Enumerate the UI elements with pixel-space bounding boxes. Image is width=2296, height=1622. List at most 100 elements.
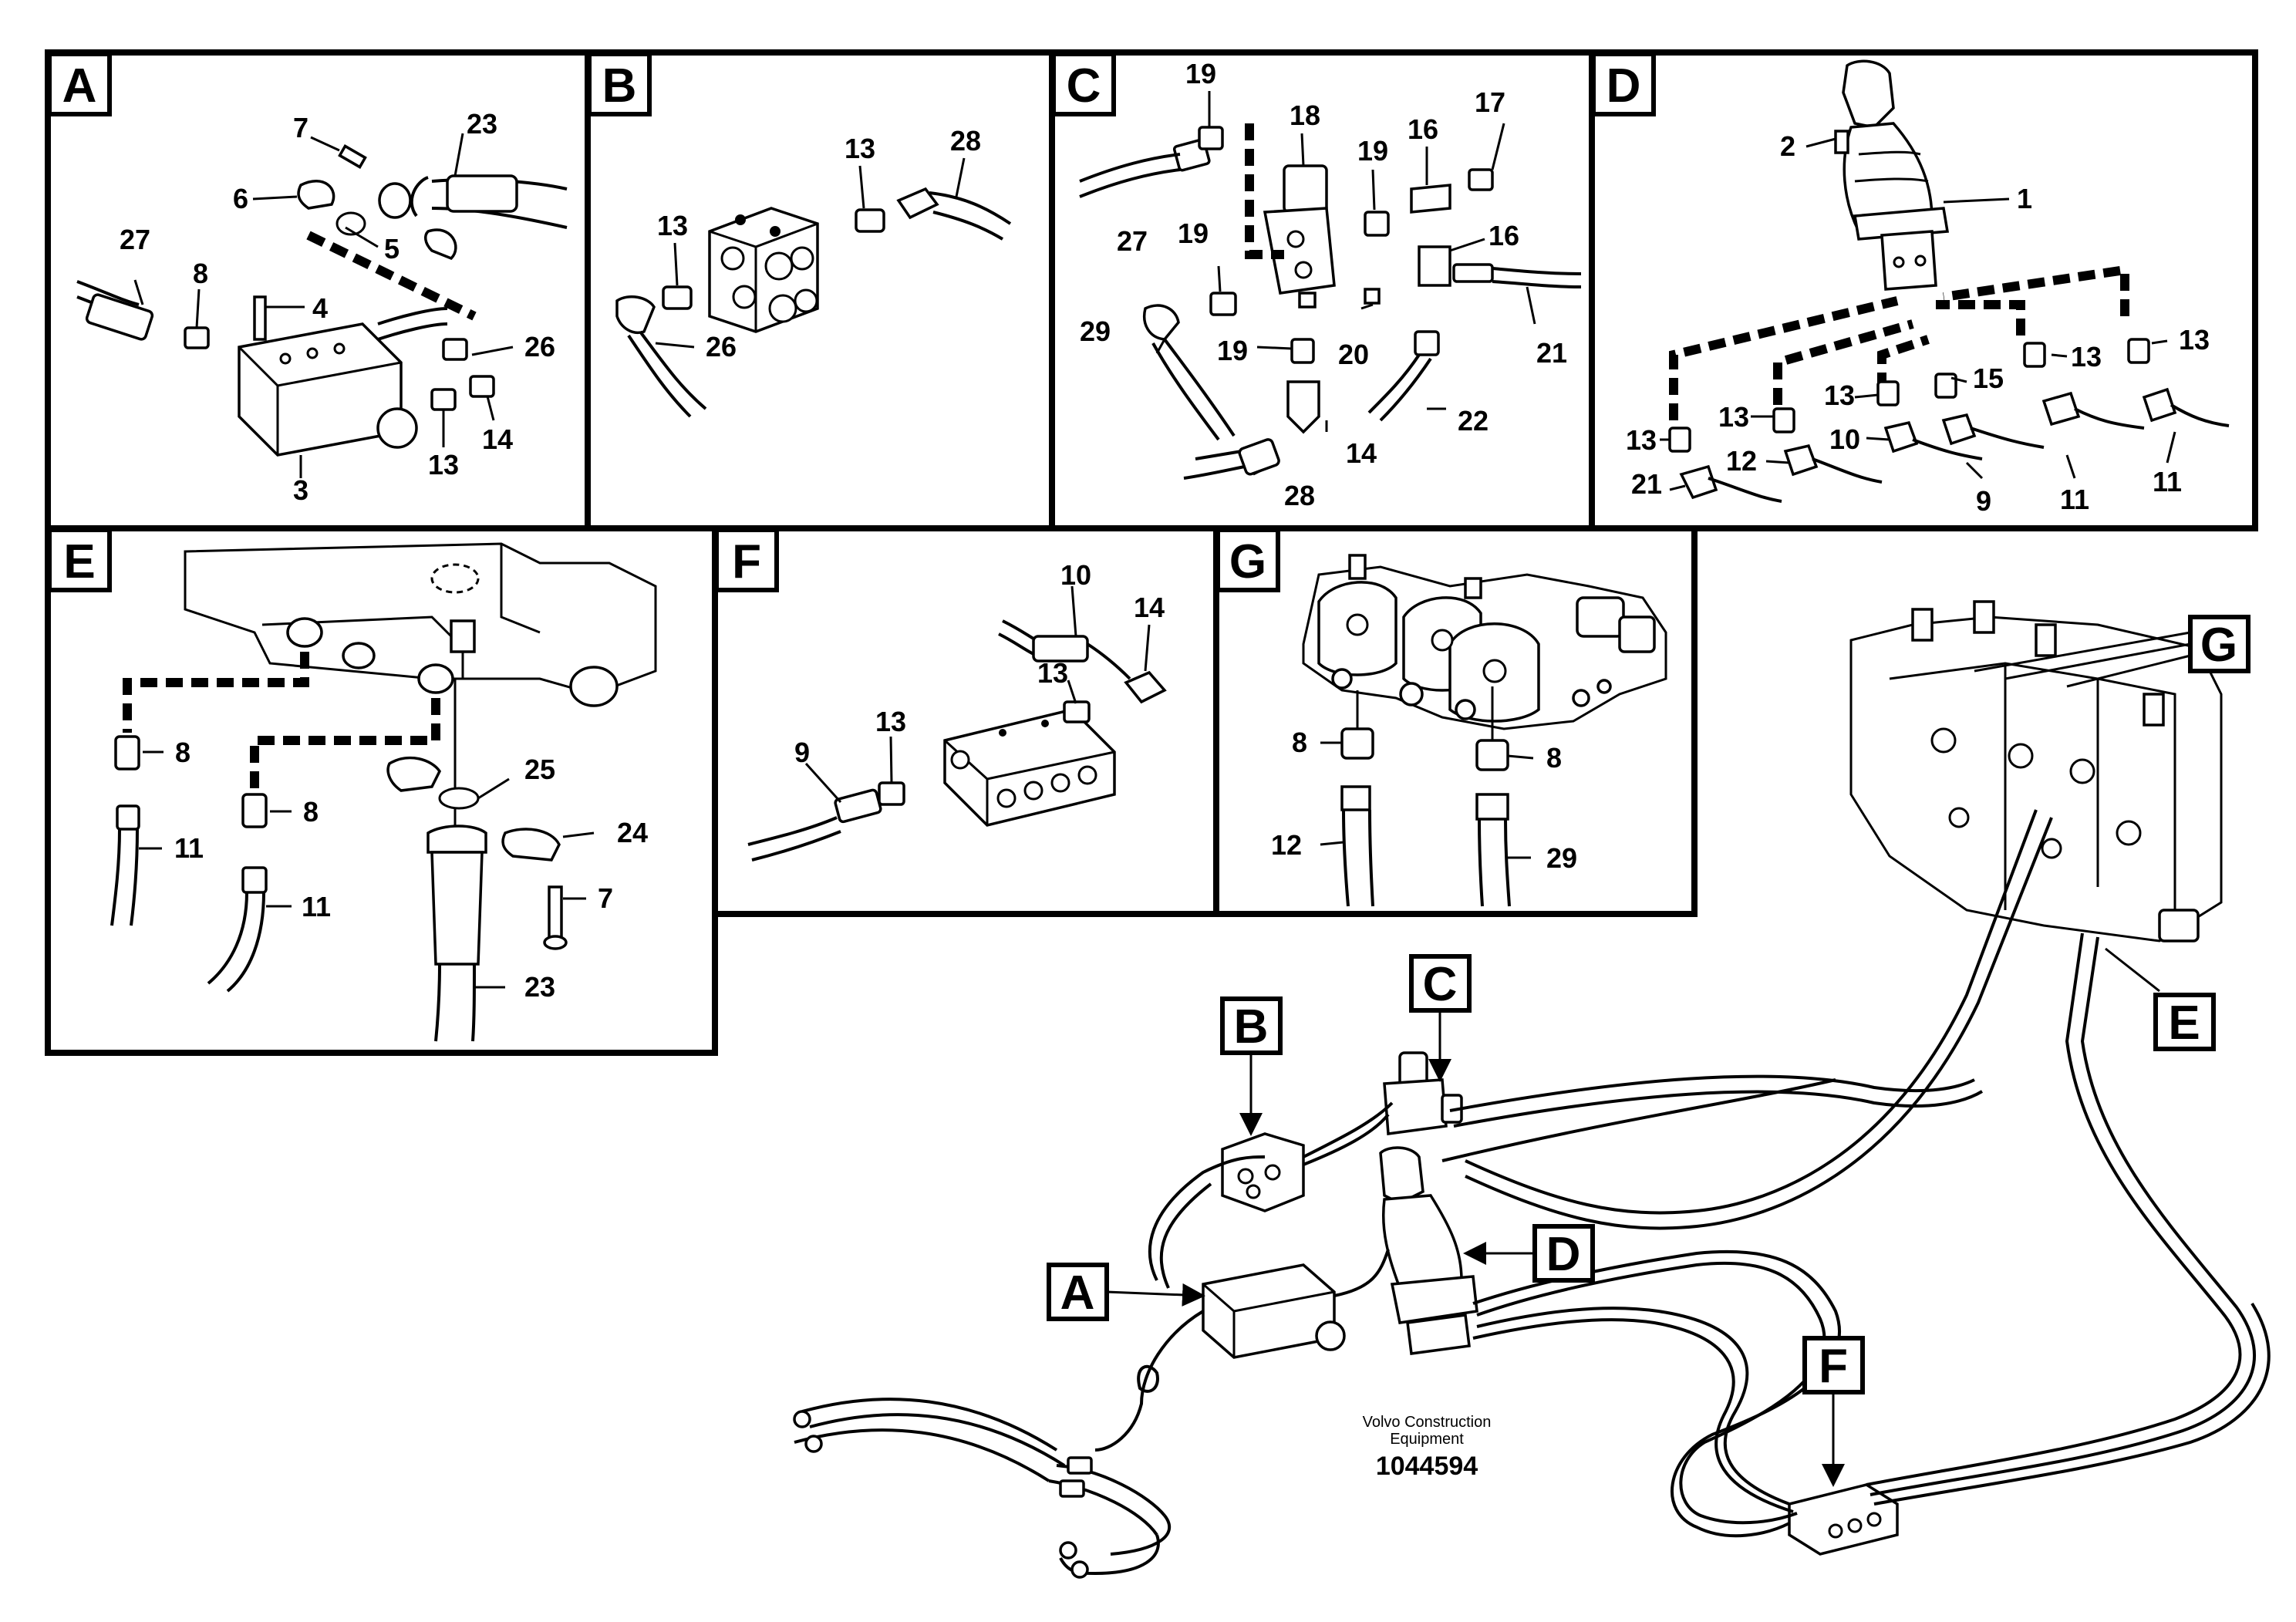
callout: 18 [1290,99,1320,131]
callout: 10 [1060,559,1091,591]
callout: 20 [1338,339,1369,370]
overview-letter-f: F [1819,1340,1848,1393]
detail-panel-a: A [45,49,591,531]
panel-d-letter: D [1607,59,1641,113]
callout: 14 [482,423,513,455]
detail-panel-e: E 8 [45,525,718,1056]
callout: 11 [2153,466,2182,497]
callout: 11 [2060,484,2089,515]
drawing-number: 1044594 [1376,1452,1478,1481]
panel-b-letter: B [602,59,637,113]
panel-b-callouts: 13 28 13 26 [657,125,981,363]
callout: 8 [193,258,208,289]
panel-a-frame [45,49,591,531]
callout: 19 [1185,58,1216,89]
callout: 24 [617,817,648,848]
overview-letter-a: A [1060,1266,1095,1320]
callout: 1 [2017,183,2032,214]
overview-tag-a [1047,1263,1109,1321]
callout: 7 [598,882,613,914]
callout: 2 [1780,130,1795,162]
callout: 19 [1178,218,1209,249]
panel-b-tag [587,52,652,116]
panel-d-callouts: 2 1 13 13 13 15 13 13 21 12 10 9 11 11 [1626,130,2210,517]
caption-company: Volvo Construction [1363,1414,1492,1431]
caption-subtitle: Equipment [1390,1431,1464,1448]
overview-letter-g: G [2200,619,2237,672]
overview-tag-c [1409,954,1472,1013]
overview-letter-c: C [1423,958,1458,1011]
callout: 26 [524,331,555,363]
callout: 3 [293,474,308,506]
callout: 23 [524,971,555,1003]
callout: 13 [1824,379,1855,411]
panel-g-letter: G [1229,535,1266,588]
callout: 27 [120,224,150,255]
callout: 12 [1271,829,1302,861]
detail-panel-f: F 10 14 13 13 9 [712,525,1219,917]
callout: 28 [950,125,981,157]
panel-f-letter: F [732,535,761,588]
callout: 6 [233,183,248,214]
overview-assembly: A B C D E F G [793,600,2271,1579]
panel-e-callouts: 8 8 11 11 25 24 7 23 [174,737,648,1003]
callout: 22 [1458,405,1489,437]
callout: 13 [657,210,688,241]
detail-panel-c: C [1049,49,1595,531]
overview-letter-e: E [2168,996,2200,1050]
overview-letter-d: D [1546,1228,1581,1281]
callout: 8 [175,737,190,768]
callout: 27 [1117,225,1148,257]
panel-c-letter: C [1067,59,1101,113]
detail-panel-d: D [1589,49,2258,531]
callout: 23 [467,108,497,140]
callout: 8 [303,796,319,828]
callout: 29 [1546,842,1577,874]
panel-e-frame [45,525,718,1056]
overview-letter-b: B [1234,1000,1269,1054]
callout: 13 [1037,657,1068,689]
callout: 8 [1546,742,1562,774]
panel-d-frame [1589,49,2258,531]
callout: 17 [1475,86,1505,118]
callout: 16 [1408,113,1438,145]
callout: 11 [302,891,331,922]
callout: 19 [1217,335,1248,366]
callout: 11 [174,832,204,864]
panel-c-frame [1049,49,1595,531]
callout: 21 [1631,468,1662,500]
callout: 13 [428,449,459,481]
callout: 9 [794,737,810,768]
panel-c-tag [1051,52,1116,116]
callout: 26 [706,331,737,363]
panel-a-letter: A [62,59,97,113]
panel-g-tag [1215,528,1280,592]
overview-tag-e [2153,993,2216,1051]
callout: 25 [524,754,555,785]
callout: 7 [293,112,308,143]
callout: 13 [845,133,875,164]
panel-d-tag [1591,52,1656,116]
callout: 9 [1976,485,1991,517]
panel-a-callouts: 23 7 6 5 27 8 4 26 3 13 14 [120,108,555,506]
callout: 13 [1626,424,1657,456]
callout: 13 [2179,324,2210,356]
callout: 12 [1726,445,1757,477]
callout: 19 [1357,135,1388,167]
callout: 10 [1829,423,1860,455]
panel-c-callouts: 19 18 16 17 19 16 19 27 29 19 20 21 22 1… [1080,58,1567,511]
panel-g-callouts: 8 8 12 29 [1271,727,1577,874]
callout: 14 [1134,592,1165,623]
detail-panel-b: B 13 28 13 26 [585,49,1055,531]
callout: 29 [1080,315,1111,347]
panel-e-tag [47,528,112,592]
overview-tag-g [2188,615,2250,673]
callout: 15 [1973,363,2004,394]
drawing-caption: Volvo Construction Equipment 1044594 [1363,1414,1492,1481]
panel-f-frame [712,525,1219,917]
callout: 13 [1718,401,1749,433]
callout: 5 [384,233,400,265]
panel-a-tag [47,52,112,116]
